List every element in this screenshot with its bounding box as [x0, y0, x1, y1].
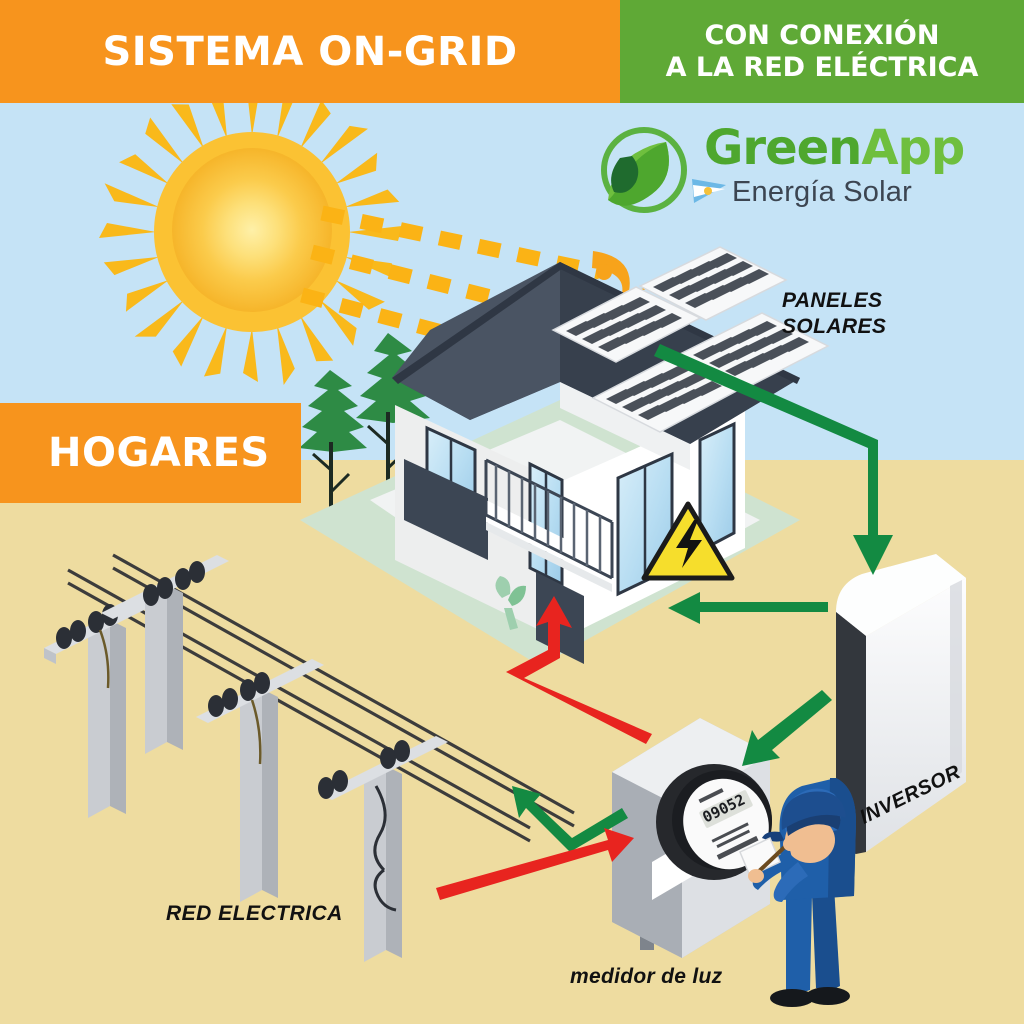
logo-brand-text: GreenApp	[704, 120, 965, 176]
utility-pole	[196, 659, 324, 902]
house-garage-door	[404, 459, 488, 560]
meter-reader-worker	[739, 778, 856, 1007]
logo-brand-part2: App	[861, 120, 965, 176]
house-windows-right	[616, 421, 736, 597]
solar-panels	[551, 246, 830, 433]
label-paneles-solares: PANELES SOLARES	[782, 288, 886, 339]
header-left-banner: SISTEMA ON-GRID	[0, 0, 620, 103]
utility-pole	[101, 555, 229, 754]
arrow-inverter-to-meter	[742, 690, 832, 766]
utility-pole	[318, 736, 448, 962]
argentina-flag-icon	[692, 179, 726, 203]
leaf-circle-icon	[601, 127, 687, 213]
power-grid	[44, 553, 575, 962]
arrow-panels-to-inverter	[654, 344, 893, 575]
header-right-banner: CON CONEXIÓN A LA RED ELÉCTRICA	[620, 0, 1024, 103]
logo-brand-part1: Green	[704, 120, 862, 176]
arrow-meter-to-house	[506, 596, 652, 744]
arrow-grid-to-meter	[436, 828, 634, 900]
label-paneles-line1: PANELES	[782, 289, 883, 312]
utility-pole	[44, 590, 172, 818]
header-right-title-line1: CON CONEXIÓN	[704, 19, 940, 51]
hogares-banner: HOGARES	[0, 403, 301, 503]
house-plant	[495, 576, 526, 630]
arrow-inverter-to-house	[668, 592, 828, 624]
tree-left	[299, 370, 367, 532]
hogares-label: HOGARES	[48, 430, 270, 476]
arrow-meter-to-grid	[512, 786, 628, 852]
greenapp-logo: GreenApp Energía Solar	[592, 120, 992, 216]
house	[370, 246, 830, 664]
label-medidor-de-luz: medidor de luz	[570, 965, 723, 988]
electric-meter: 09052	[612, 718, 772, 958]
label-red-electrica: RED ELECTRICA	[166, 902, 343, 925]
label-paneles-line2: SOLARES	[782, 314, 887, 338]
house-balcony	[484, 458, 614, 592]
logo-subtitle: Energía Solar	[732, 176, 912, 208]
header-right-title-line2: A LA RED ELÉCTRICA	[665, 51, 979, 83]
header-left-title: SISTEMA ON-GRID	[102, 28, 518, 75]
electric-hazard-icon	[641, 501, 735, 581]
